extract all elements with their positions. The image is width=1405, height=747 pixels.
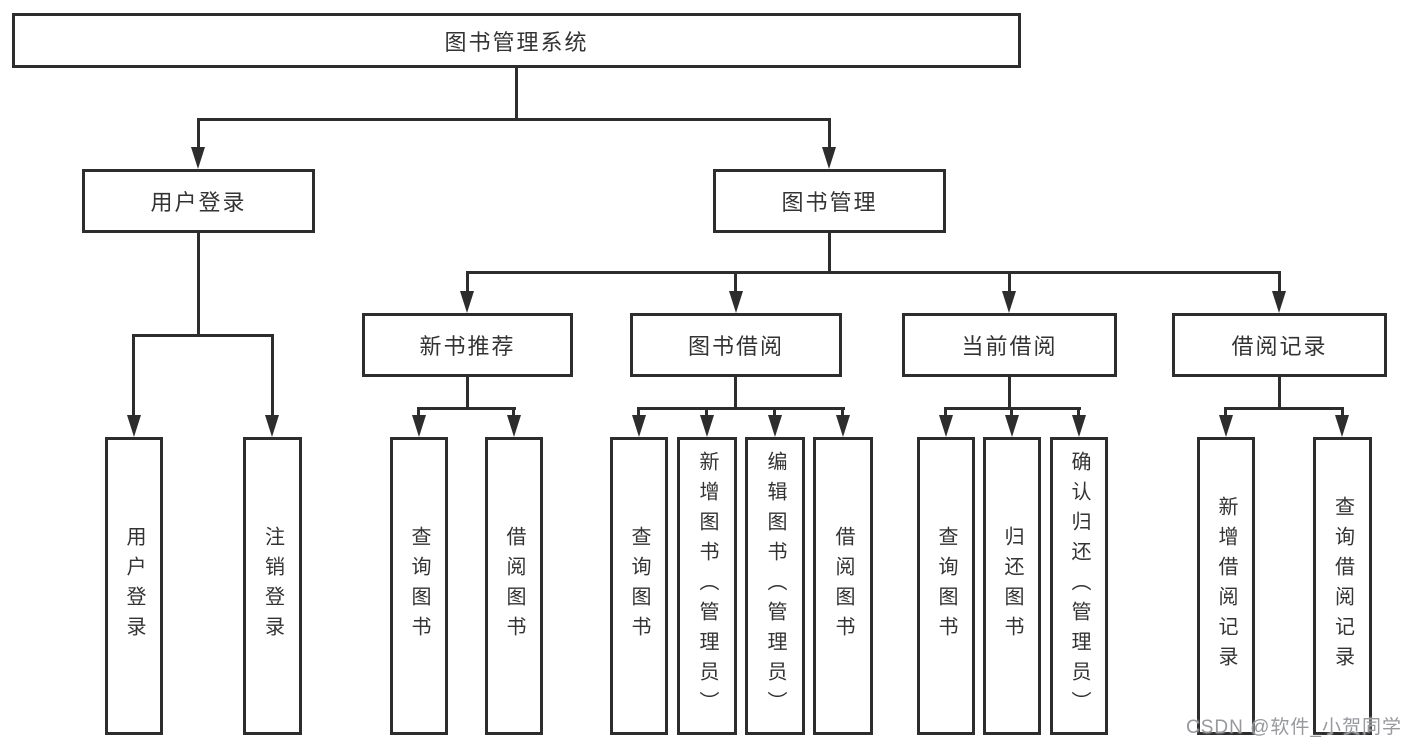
arrow-down-icon: [1072, 415, 1086, 437]
arrow-down-icon: [265, 415, 279, 437]
leaf-query-book-current: 查询图书: [917, 437, 975, 735]
arrow-down-icon: [729, 291, 743, 313]
connector-bar: [637, 407, 845, 410]
arrow-down-icon: [768, 415, 782, 437]
node-new-book-recommend: 新书推荐: [362, 313, 573, 377]
connector-stem: [734, 271, 737, 295]
connector-bar: [132, 334, 274, 337]
connector-stem: [1278, 271, 1281, 295]
leaf-query-book-borrow: 查询图书: [610, 437, 668, 735]
leaf-add-borrow-record: 新增借阅记录: [1197, 437, 1255, 735]
node-book-borrow: 图书借阅: [630, 313, 842, 377]
node-current-borrow: 当前借阅: [902, 313, 1117, 377]
connector-stem: [734, 377, 737, 410]
arrow-down-icon: [191, 147, 205, 169]
node-book-manage-branch: 图书管理: [713, 169, 946, 233]
connector-stem: [197, 118, 200, 150]
connector-stem: [197, 233, 200, 336]
node-borrow-records: 借阅记录: [1172, 313, 1387, 377]
arrow-down-icon: [1272, 291, 1286, 313]
leaf-borrow-book-recommend: 借阅图书: [485, 437, 543, 735]
leaf-borrow-book: 借阅图书: [813, 437, 873, 735]
connector-top-bar: [197, 118, 831, 121]
connector-bar: [1224, 407, 1344, 410]
leaf-query-borrow-record: 查询借阅记录: [1313, 437, 1372, 735]
arrow-down-icon: [939, 415, 953, 437]
connector-stem: [828, 118, 831, 150]
watermark: CSDN @软件_小贺同学: [1186, 717, 1402, 738]
connector-stem: [417, 407, 420, 419]
connector-stem: [773, 407, 776, 419]
connector-root-stem: [515, 68, 518, 120]
arrow-down-icon: [836, 415, 850, 437]
arrow-down-icon: [1002, 291, 1016, 313]
leaf-add-book-admin: 新增图书（管理员）: [677, 437, 737, 735]
arrow-down-icon: [632, 415, 646, 437]
arrow-down-icon: [460, 291, 474, 313]
node-root: 图书管理系统: [12, 13, 1021, 68]
leaf-user-login: 用户登录: [105, 437, 163, 735]
connector-bar: [417, 407, 516, 410]
arrow-down-icon: [412, 415, 426, 437]
connector-stem: [828, 233, 831, 273]
arrow-down-icon: [822, 147, 836, 169]
connector-stem: [1224, 407, 1227, 419]
connector-stem: [1341, 407, 1344, 419]
leaf-edit-book-admin: 编辑图书（管理员）: [745, 437, 805, 735]
connector-stem: [1010, 407, 1013, 419]
node-user-login-branch: 用户登录: [82, 169, 315, 233]
leaf-confirm-return-admin: 确认归还（管理员）: [1050, 437, 1108, 735]
leaf-return-book: 归还图书: [983, 437, 1041, 735]
connector-stem: [132, 334, 135, 419]
connector-stem: [271, 334, 274, 419]
connector-stem: [1008, 271, 1011, 295]
arrow-down-icon: [1219, 415, 1233, 437]
connector-stem: [1278, 377, 1281, 410]
arrow-down-icon: [1335, 415, 1349, 437]
connector-stem: [705, 407, 708, 419]
connector-stem: [637, 407, 640, 419]
leaf-query-book-recommend: 查询图书: [390, 437, 448, 735]
connector-stem: [841, 407, 844, 419]
connector-bar: [466, 271, 1281, 274]
arrow-down-icon: [127, 415, 141, 437]
arrow-down-icon: [507, 415, 521, 437]
arrow-down-icon: [700, 415, 714, 437]
connector-stem: [466, 377, 469, 410]
connector-stem: [512, 407, 515, 419]
connector-stem: [1008, 377, 1011, 410]
connector-stem: [466, 271, 469, 295]
leaf-logout: 注销登录: [243, 437, 302, 735]
arrow-down-icon: [1005, 415, 1019, 437]
connector-stem: [944, 407, 947, 419]
connector-stem: [1077, 407, 1080, 419]
